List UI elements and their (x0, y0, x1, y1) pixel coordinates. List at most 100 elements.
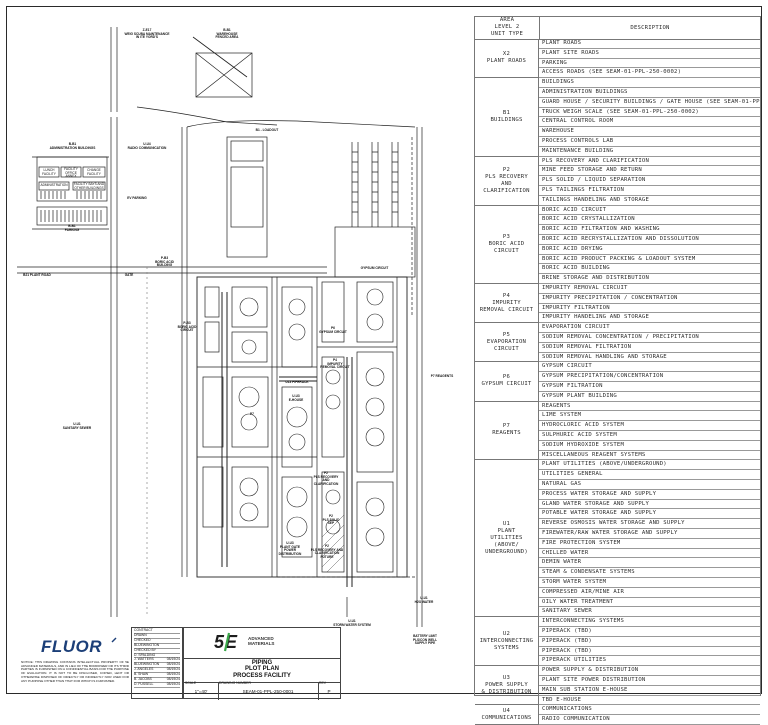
label-site-entry: Z-E17 WEIG SCUBA MAINTENANCE IN ITE YORD… (124, 28, 170, 40)
title-line-1: PIPING (251, 660, 273, 666)
legend-row: PARKING (539, 59, 760, 69)
legend-row: CENTRAL CONTROL ROOM (539, 117, 760, 128)
signoff-name: B. SHAW (134, 672, 149, 677)
label-boric-circuit: P-B3 BORIC ACID CIRCUIT (177, 321, 197, 333)
legend-row: DEMIN WATER (539, 558, 760, 569)
signoff-row: DRAWN (134, 633, 180, 639)
label-gate: GATE (124, 273, 134, 277)
label-p7: P7 (250, 412, 254, 416)
title-line-3: PROCESS FACILITY (233, 672, 291, 679)
legend-row: LIME SYSTEM (539, 411, 760, 422)
drawing-number-cell: DRAWING NUMBER SEAM-01-PPL-250-0001 (218, 681, 319, 700)
legend-row: MISCELLANEOUS REAGENT SYSTEMS (539, 451, 760, 461)
signoff-row: BLUEWINGTON (134, 642, 180, 649)
legend-row: NATURAL GAS (539, 480, 760, 490)
signoff-row: D. SPALDING (134, 652, 180, 659)
legend-row: WAREHOUSE (539, 127, 760, 137)
label-storm-water: U-U1 STORM WATER SYSTEM (333, 619, 371, 627)
revision: P (327, 688, 331, 694)
brand-5e-text: 5E (214, 632, 238, 652)
legend-row: INTERCONNECTING SYSTEMS (539, 617, 760, 627)
scale-cell: SCALE 1"=40' (184, 681, 219, 700)
signoff-name: J. WATTERS (134, 657, 154, 662)
signoff-row: D. FUSSELL 08/19/24 (134, 681, 180, 688)
signoff-name: D. FUSSELL (134, 681, 154, 686)
legend-row: BORIC ACID FILTRATION AND WASHING (539, 225, 760, 235)
signoff-row: CHECKED BY (134, 648, 180, 654)
legend-row: EVAPORATION CIRCUIT (539, 323, 760, 333)
signoff-name: BLUEWINGTON (134, 642, 160, 647)
legend-row: PLS TAILINGS FILTRATION (539, 186, 760, 196)
legend-row: REAGENTS (539, 402, 760, 412)
label-facility-office: FACILITY OFFICE ANNEX (64, 167, 78, 179)
legend-row: ACCESS ROADS (SEE SEAM-01-PPL-250-0002) (539, 68, 760, 79)
label-pls-recovery: P2 PLS RECOVERY AND CLARIFICATION (313, 471, 339, 486)
legend-row: STEAM & CONDENSATE SYSTEMS (539, 568, 760, 578)
signoff-name: BLUEWINGTON (134, 662, 160, 667)
legend-row: PIPERACK (TBD) (539, 647, 760, 657)
scale-label: SCALE (185, 681, 197, 685)
legend-row: IMPURITY PRECIPITATION / CONCENTRATION (539, 294, 760, 304)
legend-row: SODIUM REMOVAL CONCENTRATION / PRECIPITA… (539, 333, 760, 343)
scale-value: 1"=40' (194, 688, 208, 694)
label-loadout: B1 - LOADOUT (255, 128, 279, 132)
legend-row: BORIC ACID PRODUCT PACKING & LOADOUT SYS… (539, 255, 760, 265)
label-pipe-rack: U13 PIPERACK (285, 380, 309, 384)
label-plant-road: B21 PLANT ROAD (23, 273, 51, 277)
legend-group-label: P7 REAGENTS (475, 401, 539, 461)
legend-group-label: P3 BORIC ACID CIRCUIT (475, 205, 539, 284)
legend-row: PIPERACK UTILITIES (539, 656, 760, 667)
label-gypsum-circuit: P6 GYPSUM CIRCUIT (319, 326, 347, 334)
legend-row: MAINTENANCE BUILDING (539, 147, 760, 157)
signoff-date: 08/19/24 (166, 657, 180, 662)
signoff-name: J. ANGELES (134, 667, 154, 672)
legend-row: TAILINGS HANDELING AND STORAGE (539, 196, 760, 206)
drawing-sheet: Z-E17 WEIG SCUBA MAINTENANCE IN ITE YORD… (6, 6, 762, 725)
fluor-block: FLUOR NOTICE: THIS DRAWING CONTAINS INTE… (19, 627, 131, 699)
legend-row: IMPURITY FILTRATION (539, 304, 760, 314)
signoff-date: 08/19/24 (166, 681, 180, 686)
legend-row: FIREWATER/RAW WATER STORAGE AND SUPPLY (539, 529, 760, 539)
legend-row: PIPERACK (TBD) (539, 627, 760, 637)
label-administration: ADMINISTRATION (40, 183, 68, 187)
label-boric-bldg: P-B3 BORIC ACID BUILDING (155, 256, 174, 268)
plot-plan-drawing: Z-E17 WEIG SCUBA MAINTENANCE IN ITE YORD… (17, 17, 467, 695)
legend-row: PROCESS WATER STORAGE AND SUPPLY (539, 490, 760, 500)
legend-row: GYPSUM CIRCUIT (539, 362, 760, 373)
legend-row: STORM WATER SYSTEM (539, 578, 760, 588)
legend-row: IMPURITY REMOVAL CIRCUIT (539, 284, 760, 294)
legend-group-label: P2 PLS RECOVERY AND CLARIFICATION (475, 156, 539, 206)
label-parking: B-B1 PARKING (64, 224, 80, 232)
header-level: LEVEL 2 (494, 24, 520, 30)
legend-group-label: P5 EVAPORATION CIRCUIT (475, 323, 539, 363)
legend-row: SODIUM REMOVAL HANDLING AND STORAGE (539, 353, 760, 363)
signoff-date: 08/19/24 (166, 667, 180, 672)
fluor-logo-mark-icon (111, 637, 117, 643)
label-ev-parking: EV PARKING (127, 196, 147, 200)
legend-row: BORIC ACID CIRCUIT (539, 206, 760, 216)
signoff-row: J. WATTERS 08/19/24 (134, 657, 180, 664)
label-radio-comm: U-U4 RADIO COMMUNICATION (127, 142, 167, 150)
legend-row: IMPURITY HANDELING AND STORAGE (539, 313, 760, 324)
header-unit-type: UNIT TYPE (490, 31, 524, 37)
legend-row: PLANT SITE ROADS (539, 49, 760, 59)
legend-group-label: P6 GYPSUM CIRCUIT (475, 362, 539, 402)
legend-row: MINE FEED STORAGE AND RETURN (539, 166, 760, 177)
legend-row: BORIC ACID RECRYSTALLIZATION AND DISSOLU… (539, 235, 760, 245)
label-change-facility: CHANGE FACILITY (87, 168, 101, 176)
brand-sub: ADVANCED MATERIALS (248, 636, 275, 647)
legend-row: POTABLE WATER STORAGE AND SUPPLY (539, 509, 760, 520)
legend-row: FIRE PROTECTION SYSTEM (539, 539, 760, 549)
title-line-2: PLOT PLAN (245, 666, 279, 673)
signoff-name: B. JACOBS (134, 677, 152, 682)
5e-logo-icon (223, 632, 231, 652)
signoff-date: 08/19/24 (166, 672, 180, 677)
notice-text: NOTICE: THIS DRAWING CONTAINS INTELLECTU… (21, 660, 129, 683)
label-pls-future: P2 PLS RECOVERY AND CLARIFICATION FUTURE (310, 544, 344, 559)
legend-row: RADIO COMMUNICATION (539, 715, 760, 725)
legend-row: PLANT UTILITIES (ABOVE/UNDERGROUND) (539, 460, 760, 471)
legend-row: COMPRESSED AIR/MINE AIR (539, 588, 760, 598)
signoff-name: D. SPALDING (134, 652, 156, 657)
legend-row: SODIUM REMOVAL FILTRATION (539, 343, 760, 353)
